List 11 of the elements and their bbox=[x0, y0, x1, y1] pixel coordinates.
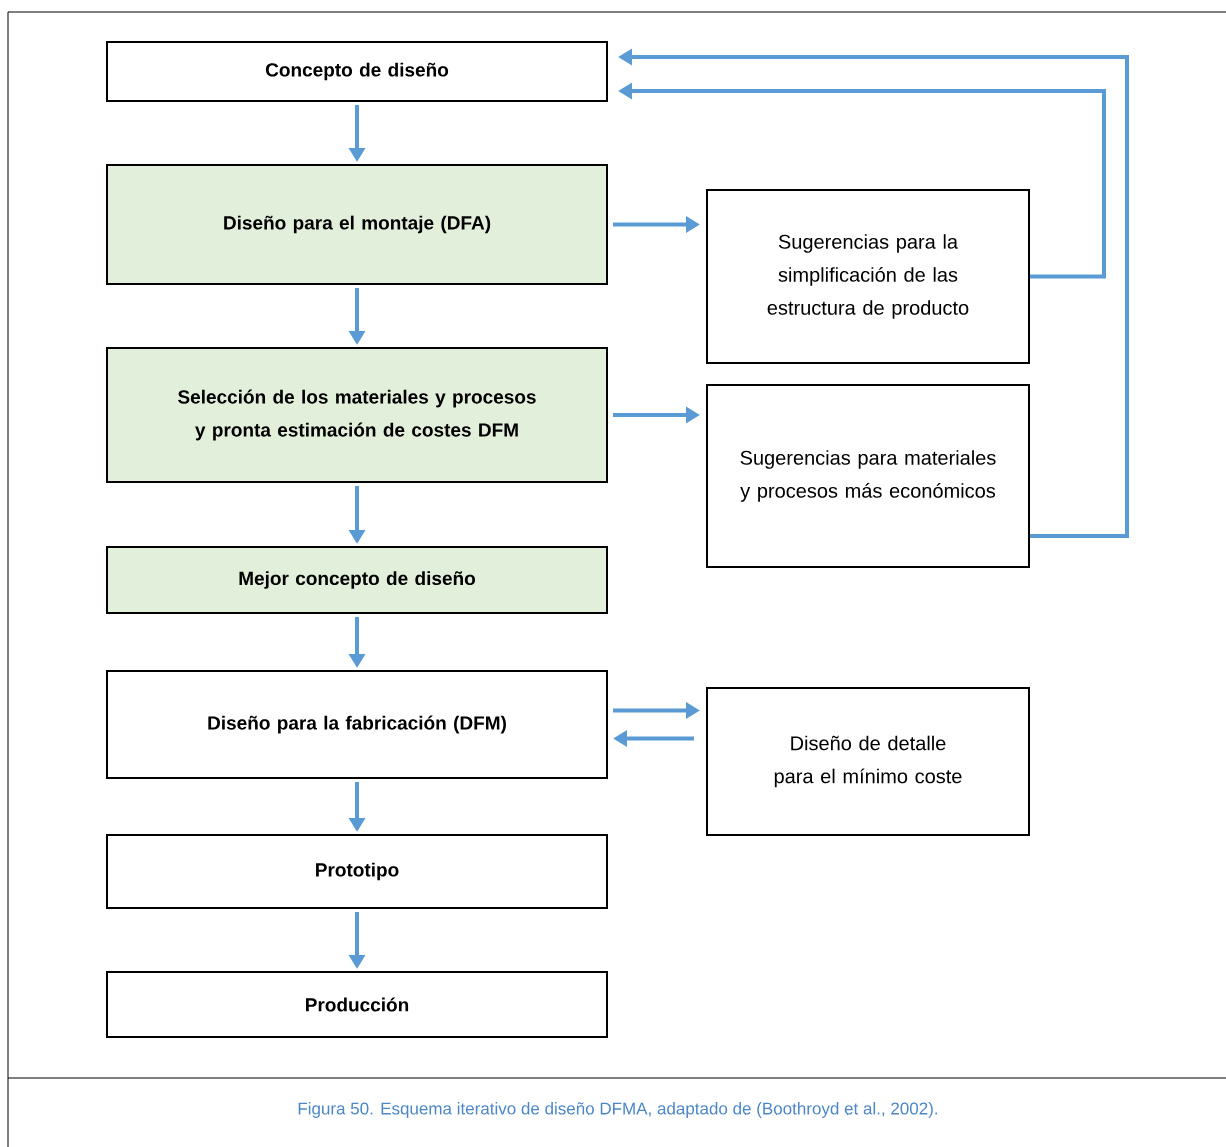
process-box: Diseño para el montaje (DFA) bbox=[106, 164, 608, 285]
process-box: Producción bbox=[106, 971, 608, 1038]
suggestion-box: Sugerencias para materiales y procesos más económicos bbox=[706, 384, 1030, 568]
suggestion-box: Sugerencias para la simplificación de las estructura de producto bbox=[706, 189, 1030, 364]
process-box: Mejor concepto de diseño bbox=[106, 546, 608, 614]
process-box: Concepto de diseño bbox=[106, 41, 608, 102]
process-box: Prototipo bbox=[106, 834, 608, 909]
suggestion-box: Diseño de detalle para el mínimo coste bbox=[706, 687, 1030, 836]
caption: Figura 50. Esquema iterativo de diseño DFMA, adaptado de (Boothroyd et al., 2002). bbox=[298, 1102, 937, 1118]
process-box: Diseño para la fabricación (DFM) bbox=[106, 670, 608, 779]
process-box: Selección de los materiales y procesos y pronta estimación de costes DFM bbox=[106, 347, 608, 483]
